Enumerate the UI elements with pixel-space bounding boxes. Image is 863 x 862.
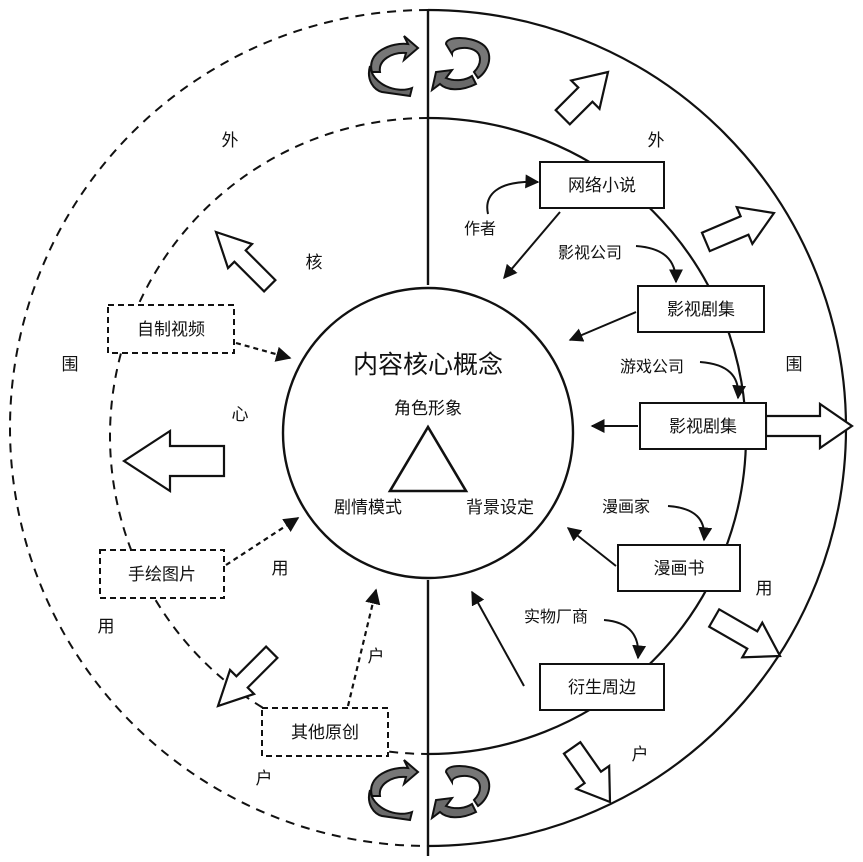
- outward-arrow-right-middle: [764, 401, 854, 451]
- link-series1-to-core: [568, 311, 637, 342]
- left-ring-char-1: 外: [222, 131, 239, 151]
- outward-arrow-right-bottom: [562, 740, 612, 804]
- core-label-right: 背景设定: [466, 498, 534, 518]
- outer-ring-left-dashed: [9, 9, 429, 847]
- rotation-icon-bottom-right: [430, 765, 491, 821]
- node-film-series-2-box: [639, 402, 767, 450]
- rotation-icon-top-left: [368, 35, 420, 98]
- link-comic-to-core: [566, 527, 617, 567]
- producer-manufacturer: 实物厂商: [524, 607, 588, 626]
- node-merchandise-box: [539, 663, 665, 711]
- link-self-made-video: [235, 341, 292, 362]
- left-ring-char-2: 核: [306, 253, 323, 273]
- outward-arrow-left-middle: [121, 428, 226, 494]
- link-film-company-to-series: [635, 245, 683, 284]
- outward-arrow-left-upper: [214, 230, 277, 293]
- node-merchandise: 衍生周边: [568, 678, 636, 698]
- core-title: 内容核心概念: [353, 350, 503, 379]
- left-ring-char-3: 围: [62, 355, 79, 375]
- node-film-series-1-box: [637, 285, 765, 333]
- core-label-left: 剧情模式: [334, 498, 402, 518]
- right-ring-char-2: 围: [786, 355, 803, 375]
- producer-game-company: 游戏公司: [620, 357, 684, 376]
- outward-arrow-left-lower: [216, 645, 279, 708]
- link-merch-to-core: [471, 590, 525, 687]
- link-manufacturer-to-merch: [603, 619, 647, 660]
- node-other-original-box: [261, 707, 389, 757]
- link-other-original: [346, 588, 381, 707]
- producer-cartoonist: 漫画家: [602, 497, 650, 516]
- rotation-icon-top-right: [430, 37, 491, 93]
- node-self-made-video: 自制视频: [137, 320, 205, 340]
- node-hand-drawn: 手绘图片: [128, 565, 196, 585]
- left-ring-char-8: 户: [256, 769, 273, 789]
- left-ring-char-5: 用: [272, 559, 289, 579]
- node-web-novel-box: [539, 161, 665, 209]
- producer-author: 作者: [464, 219, 496, 238]
- outward-arrow-right-top: [554, 70, 610, 126]
- right-ring-char-1: 外: [648, 131, 665, 151]
- producer-film-company: 影视公司: [558, 243, 622, 262]
- link-hand-drawn: [225, 517, 300, 566]
- left-ring-char-7: 户: [368, 647, 385, 667]
- link-novel-to-core: [503, 211, 561, 280]
- node-web-novel: 网络小说: [568, 176, 636, 196]
- left-ring-char-6: 用: [98, 617, 115, 637]
- node-self-made-video-box: [107, 304, 235, 354]
- right-ring-char-4: 户: [632, 745, 649, 765]
- node-comic-book-box: [617, 544, 741, 592]
- link-cartoonist-to-comic: [667, 505, 713, 542]
- core-triangle: [387, 424, 469, 493]
- node-other-original: 其他原创: [291, 723, 359, 743]
- left-ring-char-4: 心: [232, 405, 249, 425]
- node-film-series-2: 影视剧集: [669, 417, 737, 437]
- link-author-to-novel: [486, 174, 540, 215]
- outward-arrow-right-upper: [700, 205, 776, 253]
- node-hand-drawn-box: [99, 549, 225, 599]
- outward-arrow-right-lower: [707, 607, 782, 659]
- inner-ring-left-dashed: [109, 117, 429, 755]
- node-film-series-1: 影视剧集: [667, 300, 735, 320]
- rotation-icon-bottom-left: [368, 759, 420, 822]
- node-comic-book: 漫画书: [654, 559, 705, 579]
- core-label-top: 角色形象: [394, 399, 462, 419]
- right-ring-char-3: 用: [756, 579, 773, 599]
- link-game-company-to-series: [699, 361, 747, 400]
